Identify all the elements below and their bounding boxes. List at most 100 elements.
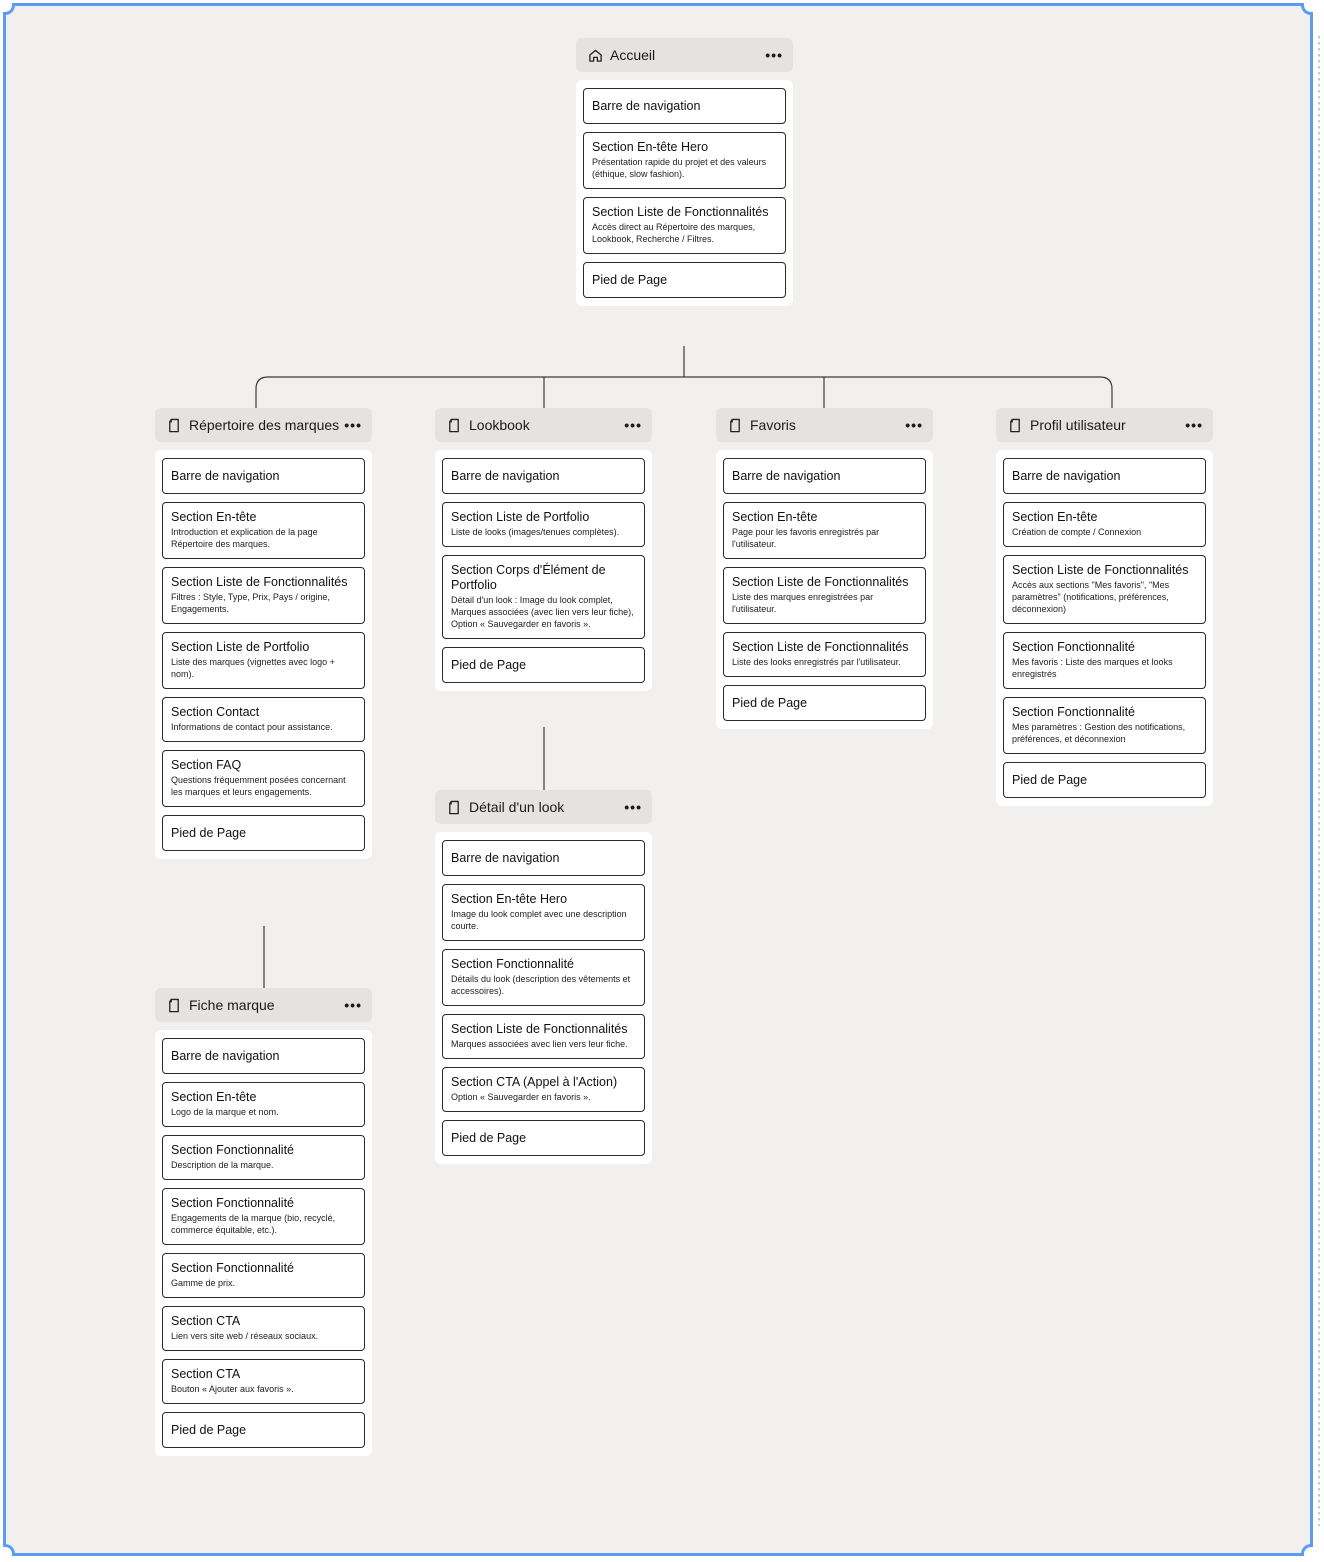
section-title: Barre de navigation — [451, 468, 560, 483]
more-options-icon[interactable]: ••• — [624, 417, 642, 433]
section-description: Liste des looks enregistrés par l'utilis… — [732, 657, 901, 667]
more-options-icon[interactable]: ••• — [344, 997, 362, 1013]
section-card[interactable]: Barre de navigation — [442, 840, 645, 876]
node-title: Détail d'un look — [469, 799, 565, 815]
section-description: Mes paramètres : Gestion des notificatio… — [1012, 722, 1186, 744]
section-card[interactable]: Barre de navigation — [162, 458, 365, 494]
more-options-icon[interactable]: ••• — [765, 47, 783, 63]
page-node-repertoire[interactable]: Répertoire des marques••• Barre de naviga… — [155, 408, 372, 859]
page-node-profil[interactable]: Profil utilisateur••• Barre de navigation… — [996, 408, 1213, 806]
section-description: Détails du look (description des vêtemen… — [451, 974, 631, 996]
section-title: Pied de Page — [171, 1422, 247, 1437]
section-title: Section Liste de Fonctionnalités — [1012, 563, 1189, 577]
section-card[interactable]: Pied de Page — [442, 1120, 645, 1156]
section-description: Logo de la marque et nom. — [171, 1107, 279, 1117]
section-description: Accès direct au Répertoire des marques, … — [592, 222, 756, 244]
section-title: Pied de Page — [732, 695, 808, 710]
section-card[interactable]: Pied de Page — [162, 815, 365, 851]
node-header[interactable]: Répertoire des marques••• — [155, 408, 372, 442]
node-title: Répertoire des marques — [189, 417, 340, 433]
section-title: Section Fonctionnalité — [171, 1196, 294, 1210]
section-title: Section En-tête — [732, 510, 818, 524]
section-description: Création de compte / Connexion — [1012, 527, 1142, 537]
section-title: Section Liste de Fonctionnalités — [732, 640, 909, 654]
section-card[interactable]: Pied de Page — [162, 1412, 365, 1448]
more-options-icon[interactable]: ••• — [905, 417, 923, 433]
section-card[interactable]: Barre de navigation — [723, 458, 926, 494]
section-description: Gamme de prix. — [171, 1278, 236, 1288]
section-card[interactable]: Pied de Page — [723, 685, 926, 721]
section-description: Page pour les favoris enregistrés par l'… — [732, 527, 880, 549]
section-card[interactable]: Barre de navigation — [442, 458, 645, 494]
section-card[interactable]: Section CTA (Appel à l'Action)Option « S… — [442, 1067, 645, 1112]
section-title: Barre de navigation — [451, 850, 560, 865]
section-card[interactable]: Barre de navigation — [1003, 458, 1206, 494]
section-title: Pied de Page — [1012, 772, 1088, 787]
section-card[interactable]: Pied de Page — [442, 647, 645, 683]
node-header[interactable]: Profil utilisateur••• — [996, 408, 1213, 442]
section-title: Section En-tête — [171, 1090, 257, 1104]
node-header[interactable]: Accueil ••• — [576, 38, 793, 72]
section-title: Section Liste de Portfolio — [171, 640, 310, 654]
node-header[interactable]: Lookbook••• — [435, 408, 652, 442]
section-card[interactable]: Pied de Page — [583, 262, 786, 298]
section-description: Détail d'un look : Image du look complet… — [451, 595, 634, 629]
more-options-icon[interactable]: ••• — [624, 799, 642, 815]
section-card[interactable]: Barre de navigation — [162, 1038, 365, 1074]
section-card[interactable]: Pied de Page — [1003, 762, 1206, 798]
node-header[interactable]: Favoris••• — [716, 408, 933, 442]
section-description: Accès aux sections "Mes favoris", "Mes p… — [1012, 580, 1170, 614]
more-options-icon[interactable]: ••• — [1185, 417, 1203, 433]
section-title: Pied de Page — [171, 825, 247, 840]
more-options-icon[interactable]: ••• — [344, 417, 362, 433]
section-card[interactable]: Barre de navigation — [583, 88, 786, 124]
node-title: Accueil — [610, 47, 656, 63]
section-title: Barre de navigation — [171, 1048, 280, 1063]
page-icon — [166, 997, 182, 1013]
section-description: Lien vers site web / réseaux sociaux. — [171, 1331, 319, 1341]
page-icon — [1007, 417, 1023, 433]
section-description: Image du look complet avec une descripti… — [451, 909, 627, 931]
node-header[interactable]: Fiche marque••• — [155, 988, 372, 1022]
section-title: Pied de Page — [592, 272, 668, 287]
section-title: Section CTA (Appel à l'Action) — [451, 1075, 618, 1089]
section-description: Questions fréquemment posées concernant … — [171, 775, 346, 797]
section-description: Informations de contact pour assistance. — [171, 722, 333, 732]
page-icon — [446, 799, 462, 815]
node-header[interactable]: Détail d'un look ••• — [435, 790, 652, 824]
